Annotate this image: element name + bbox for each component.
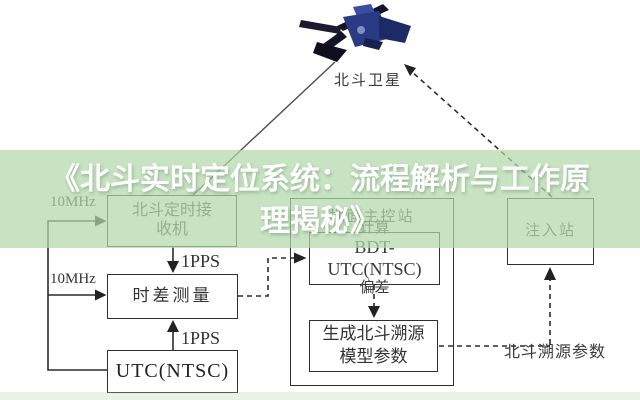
mhz-timediff-arrowhead [95,289,107,301]
satellite-highlight [357,26,365,34]
banner-title-line1: 《北斗实时定位系统：流程解析与工作原 [50,163,590,196]
gen-inject-dashed-line [439,279,551,347]
utc-ntsc-label: UTC(NTSC) [115,359,230,382]
pps-utc-label: 1PPS [181,328,221,348]
satellite-cone [379,16,411,43]
gen-model-line2: 模型参数 [339,347,408,366]
satellite-blade-left [299,20,341,34]
gen-model-line1: 生成北斗溯源 [322,324,425,344]
satellite-underside [363,38,383,50]
inject-arrowhead [544,267,556,280]
beidou-satellite-image [299,4,411,62]
trace-params-label: 北斗溯源参数 [504,344,607,361]
receiver-timediff-arrowhead [167,261,179,273]
satellite-arrowhead [404,64,416,76]
banner-title-line2: 理揭秘》 [260,205,380,238]
bdt-gen-arrowhead [368,306,380,318]
satellite-label: 北斗卫星 [334,73,403,89]
bottom-green-strip [0,392,640,400]
title-banner: 《北斗实时定位系统：流程解析与工作原 理揭秘》 [0,150,640,248]
timediff-bdt-dashed-line [238,257,294,297]
mhz-timediff-label: 10MHz [50,271,96,287]
satellite-panel [313,42,347,62]
timediff-bdt-arrowhead [294,252,307,264]
time-diff-label: 时差测量 [132,286,213,306]
utc-ntsc-box: UTC(NTSC) [107,350,238,393]
utc-timediff-arrowhead [167,320,179,332]
bdt-offset-line3: 偏差 [359,279,390,296]
pps-receiver-label: 1PPS [181,251,221,271]
gen-model-box: 生成北斗溯源 模型参数 [309,320,438,372]
time-diff-box: 时差测量 [107,274,238,319]
